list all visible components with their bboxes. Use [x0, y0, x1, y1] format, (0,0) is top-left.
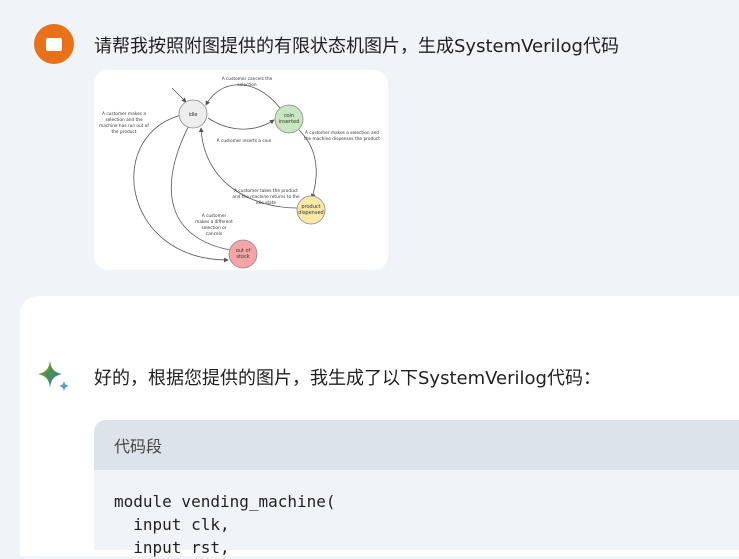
note-take-2: and the machine returns to the: [232, 194, 300, 200]
gemini-sparkle-icon: [38, 360, 69, 392]
user-prompt-text: 请帮我按照附图提供的有限状态机图片，生成SystemVerilog代码: [94, 36, 619, 57]
state-stock-label-2: stock: [236, 254, 249, 260]
note-cancel-2: selection: [237, 82, 257, 88]
state-idle: idle: [178, 99, 208, 129]
response-text: 好的，根据您提供的图片，我生成了以下SystemVerilog代码：: [94, 368, 601, 389]
note-runout-1: A customer makes a: [102, 111, 146, 117]
arrow-dispense: [298, 129, 317, 199]
note-runout-2: selection and the: [105, 117, 143, 123]
code-line: module vending_machine(: [114, 492, 336, 511]
state-coin-circle: [274, 104, 304, 134]
note-diff-4: cancels: [206, 231, 223, 237]
code-line: input rst,: [114, 538, 230, 557]
state-machine-diagram: idle coin inserted product dispensed out…: [99, 76, 380, 269]
arrow-different-selection: [170, 119, 231, 251]
state-idle-circle: [178, 99, 208, 129]
note-diff-3: selection or: [201, 225, 226, 231]
arrow-insert-coin: [207, 117, 275, 130]
state-out-of-stock: out of stock: [228, 239, 258, 269]
state-coin-inserted: coin inserted: [274, 104, 304, 134]
arrow-cancel: [205, 84, 281, 109]
note-runout-3: machine has run out of: [99, 123, 149, 129]
attached-image[interactable]: idle coin inserted product dispensed out…: [94, 70, 388, 270]
note-take-1: A customer takes the product: [234, 188, 298, 194]
note-runout-4: the product: [112, 129, 137, 135]
note-cancel-1: A customer cancels the: [222, 76, 273, 82]
user-message: 请帮我按照附图提供的有限状态机图片，生成SystemVerilog代码: [34, 24, 619, 270]
arrow-run-out: [133, 113, 229, 263]
user-avatar: [34, 24, 74, 64]
note-dispense-1: A customer makes a selection and: [305, 130, 379, 136]
state-stock-label-1: out of: [236, 248, 251, 254]
note-dispense-2: the machine dispenses the product: [304, 136, 380, 142]
code-line: input clk,: [114, 515, 230, 534]
start-arrow: [171, 87, 187, 103]
state-stock-circle: [228, 239, 258, 269]
state-product-label-1: product: [301, 204, 320, 210]
note-diff-2: makes a different: [195, 219, 233, 225]
note-diff-1: A customer: [202, 213, 227, 219]
code-block-header: 代码段: [94, 420, 739, 470]
code-block[interactable]: module vending_machine( input clk, input…: [94, 470, 739, 557]
state-product-label-2: dispensed: [298, 210, 323, 216]
state-coin-label-1: coin: [284, 113, 294, 119]
state-idle-label: idle: [188, 112, 197, 118]
note-insert-coin: A customer inserts a coin: [217, 138, 272, 144]
chat-bubble-icon: [46, 37, 62, 51]
state-coin-label-2: inserted: [279, 119, 300, 125]
state-product-dispensed: product dispensed: [296, 195, 326, 225]
code-block-title: 代码段: [114, 437, 163, 456]
arrow-return-idle: [198, 127, 298, 209]
state-product-circle: [296, 195, 326, 225]
note-take-3: idle state: [256, 200, 276, 206]
